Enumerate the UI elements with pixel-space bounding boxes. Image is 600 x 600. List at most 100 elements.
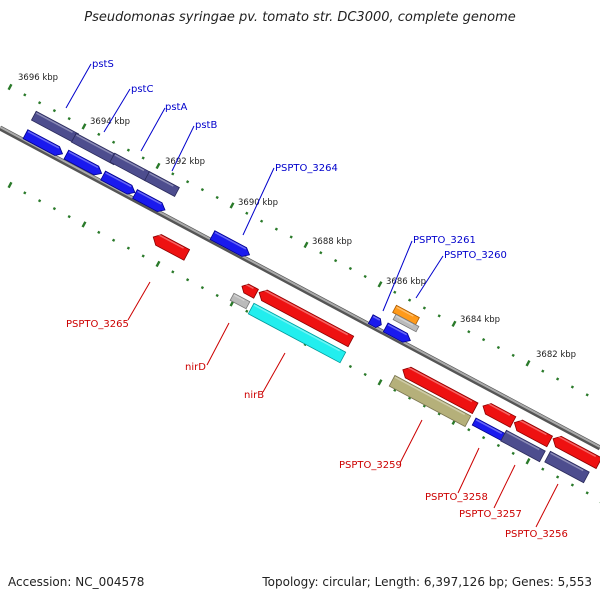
tick-mark bbox=[333, 259, 338, 263]
tick-mark bbox=[407, 298, 412, 302]
tick-mark bbox=[259, 219, 264, 223]
genome-backbone bbox=[0, 125, 600, 451]
tick-mark bbox=[111, 238, 116, 242]
kbp-label: 3688 kbp bbox=[312, 237, 352, 247]
tick-mark bbox=[141, 254, 145, 258]
tick-mark bbox=[555, 475, 560, 479]
tick-mark bbox=[348, 266, 353, 271]
tick-mark bbox=[37, 199, 42, 203]
kbp-label: 3692 kbp bbox=[165, 157, 205, 167]
gene-arrow-PSPTO_3257 bbox=[513, 418, 554, 448]
gene-block-slate bbox=[544, 450, 590, 484]
tick-mark bbox=[541, 369, 545, 373]
gene-features bbox=[22, 110, 600, 484]
tick-mark bbox=[245, 309, 249, 313]
tick-mark bbox=[126, 246, 131, 250]
gene-label-nirD: nirD bbox=[185, 362, 206, 373]
kbp-label: 3684 kbp bbox=[460, 315, 500, 325]
tick-mark bbox=[7, 83, 13, 91]
gene-label-PSPTO_3256: PSPTO_3256 bbox=[505, 529, 568, 540]
map-title: Pseudomonas syringae pv. tomato str. DC3… bbox=[84, 10, 516, 25]
tick-mark bbox=[451, 320, 457, 328]
tick-mark bbox=[585, 393, 589, 397]
gene-arrow-forward bbox=[22, 129, 64, 156]
tick-mark bbox=[215, 293, 219, 298]
gene-block-pstC bbox=[70, 132, 120, 166]
tick-mark bbox=[23, 191, 27, 195]
gene-arrow-reverse bbox=[402, 365, 479, 415]
gene-arrow-reverse bbox=[241, 282, 259, 299]
kbp-label: 3696 kbp bbox=[18, 73, 58, 83]
tick-mark bbox=[274, 227, 279, 231]
gene-label-PSPTO_3257: PSPTO_3257 bbox=[459, 509, 522, 520]
tick-mark bbox=[229, 202, 235, 209]
tick-mark bbox=[570, 483, 575, 487]
tick-mark bbox=[67, 214, 71, 219]
tick-mark bbox=[319, 251, 323, 255]
gene-arrow-forward bbox=[63, 149, 103, 176]
tick-mark bbox=[377, 281, 383, 288]
tick-mark bbox=[185, 278, 190, 282]
gene-label-PSPTO_3259: PSPTO_3259 bbox=[339, 460, 402, 471]
tick-mark bbox=[363, 274, 367, 279]
gene-block-grey bbox=[392, 313, 420, 333]
forward-gene-label-texts: pstS pstC pstA pstB PSPTO_3264 PSPTO_326… bbox=[92, 59, 507, 261]
accession-text: Accession: NC_004578 bbox=[8, 575, 145, 589]
tick-mark bbox=[525, 360, 531, 367]
tick-mark bbox=[52, 207, 57, 211]
tick-mark bbox=[81, 123, 87, 130]
tick-mark bbox=[555, 377, 560, 381]
tick-mark bbox=[215, 195, 219, 200]
tick-mark bbox=[377, 379, 383, 386]
tick-mark bbox=[496, 345, 501, 350]
tick-mark bbox=[185, 180, 190, 184]
tick-mark bbox=[97, 230, 101, 234]
tick-mark bbox=[155, 260, 161, 268]
gene-block-grey bbox=[229, 292, 251, 310]
gene-label-pstB: pstB bbox=[195, 120, 217, 131]
forward-gene-labels bbox=[65, 63, 444, 312]
reverse-gene-labels bbox=[127, 281, 559, 528]
tick-mark bbox=[37, 101, 42, 105]
tick-mark bbox=[496, 443, 501, 448]
gene-block-nirB bbox=[247, 302, 347, 364]
topology-text: Topology: circular; Length: 6,397,126 bp… bbox=[262, 575, 592, 589]
gene-arrow-PSPTO_3256 bbox=[552, 434, 600, 470]
tick-mark bbox=[289, 235, 293, 239]
gene-block-PSPTO_3259 bbox=[388, 374, 472, 428]
tick-mark bbox=[23, 93, 27, 97]
gene-label-nirB: nirB bbox=[244, 390, 264, 401]
tick-mark bbox=[141, 156, 145, 160]
tick-mark bbox=[200, 187, 205, 192]
gene-label-pstS: pstS bbox=[92, 59, 114, 70]
gene-label-PSPTO_3264: PSPTO_3264 bbox=[275, 163, 338, 174]
tick-mark bbox=[52, 109, 57, 113]
tick-mark bbox=[245, 211, 249, 215]
tick-mark bbox=[570, 385, 575, 389]
tick-mark bbox=[155, 162, 161, 170]
tick-mark bbox=[585, 491, 589, 495]
gene-block-slate bbox=[500, 429, 546, 463]
gene-arrow-PSPTO_3261 bbox=[367, 314, 382, 328]
tick-mark bbox=[7, 181, 13, 189]
tick-mark bbox=[171, 172, 175, 176]
gene-label-PSPTO_3260: PSPTO_3260 bbox=[444, 250, 507, 261]
tick-mark bbox=[363, 372, 367, 377]
tick-mark bbox=[511, 451, 515, 455]
tick-mark bbox=[348, 364, 353, 369]
gene-arrow-nirD bbox=[258, 288, 355, 348]
gene-label-pstC: pstC bbox=[131, 84, 153, 95]
kbp-label: 3686 kbp bbox=[386, 277, 426, 287]
tick-mark bbox=[171, 270, 175, 274]
gene-label-PSPTO_3258: PSPTO_3258 bbox=[425, 492, 488, 503]
tick-mark bbox=[481, 435, 486, 440]
gene-arrow-forward bbox=[382, 322, 411, 343]
tick-mark bbox=[393, 290, 397, 294]
tick-mark bbox=[437, 314, 441, 318]
tick-mark bbox=[67, 116, 71, 121]
gene-label-PSPTO_3265: PSPTO_3265 bbox=[66, 319, 129, 330]
gene-block-pstB bbox=[144, 171, 180, 197]
gene-label-pstA: pstA bbox=[165, 102, 187, 113]
tick-mark bbox=[97, 132, 101, 136]
